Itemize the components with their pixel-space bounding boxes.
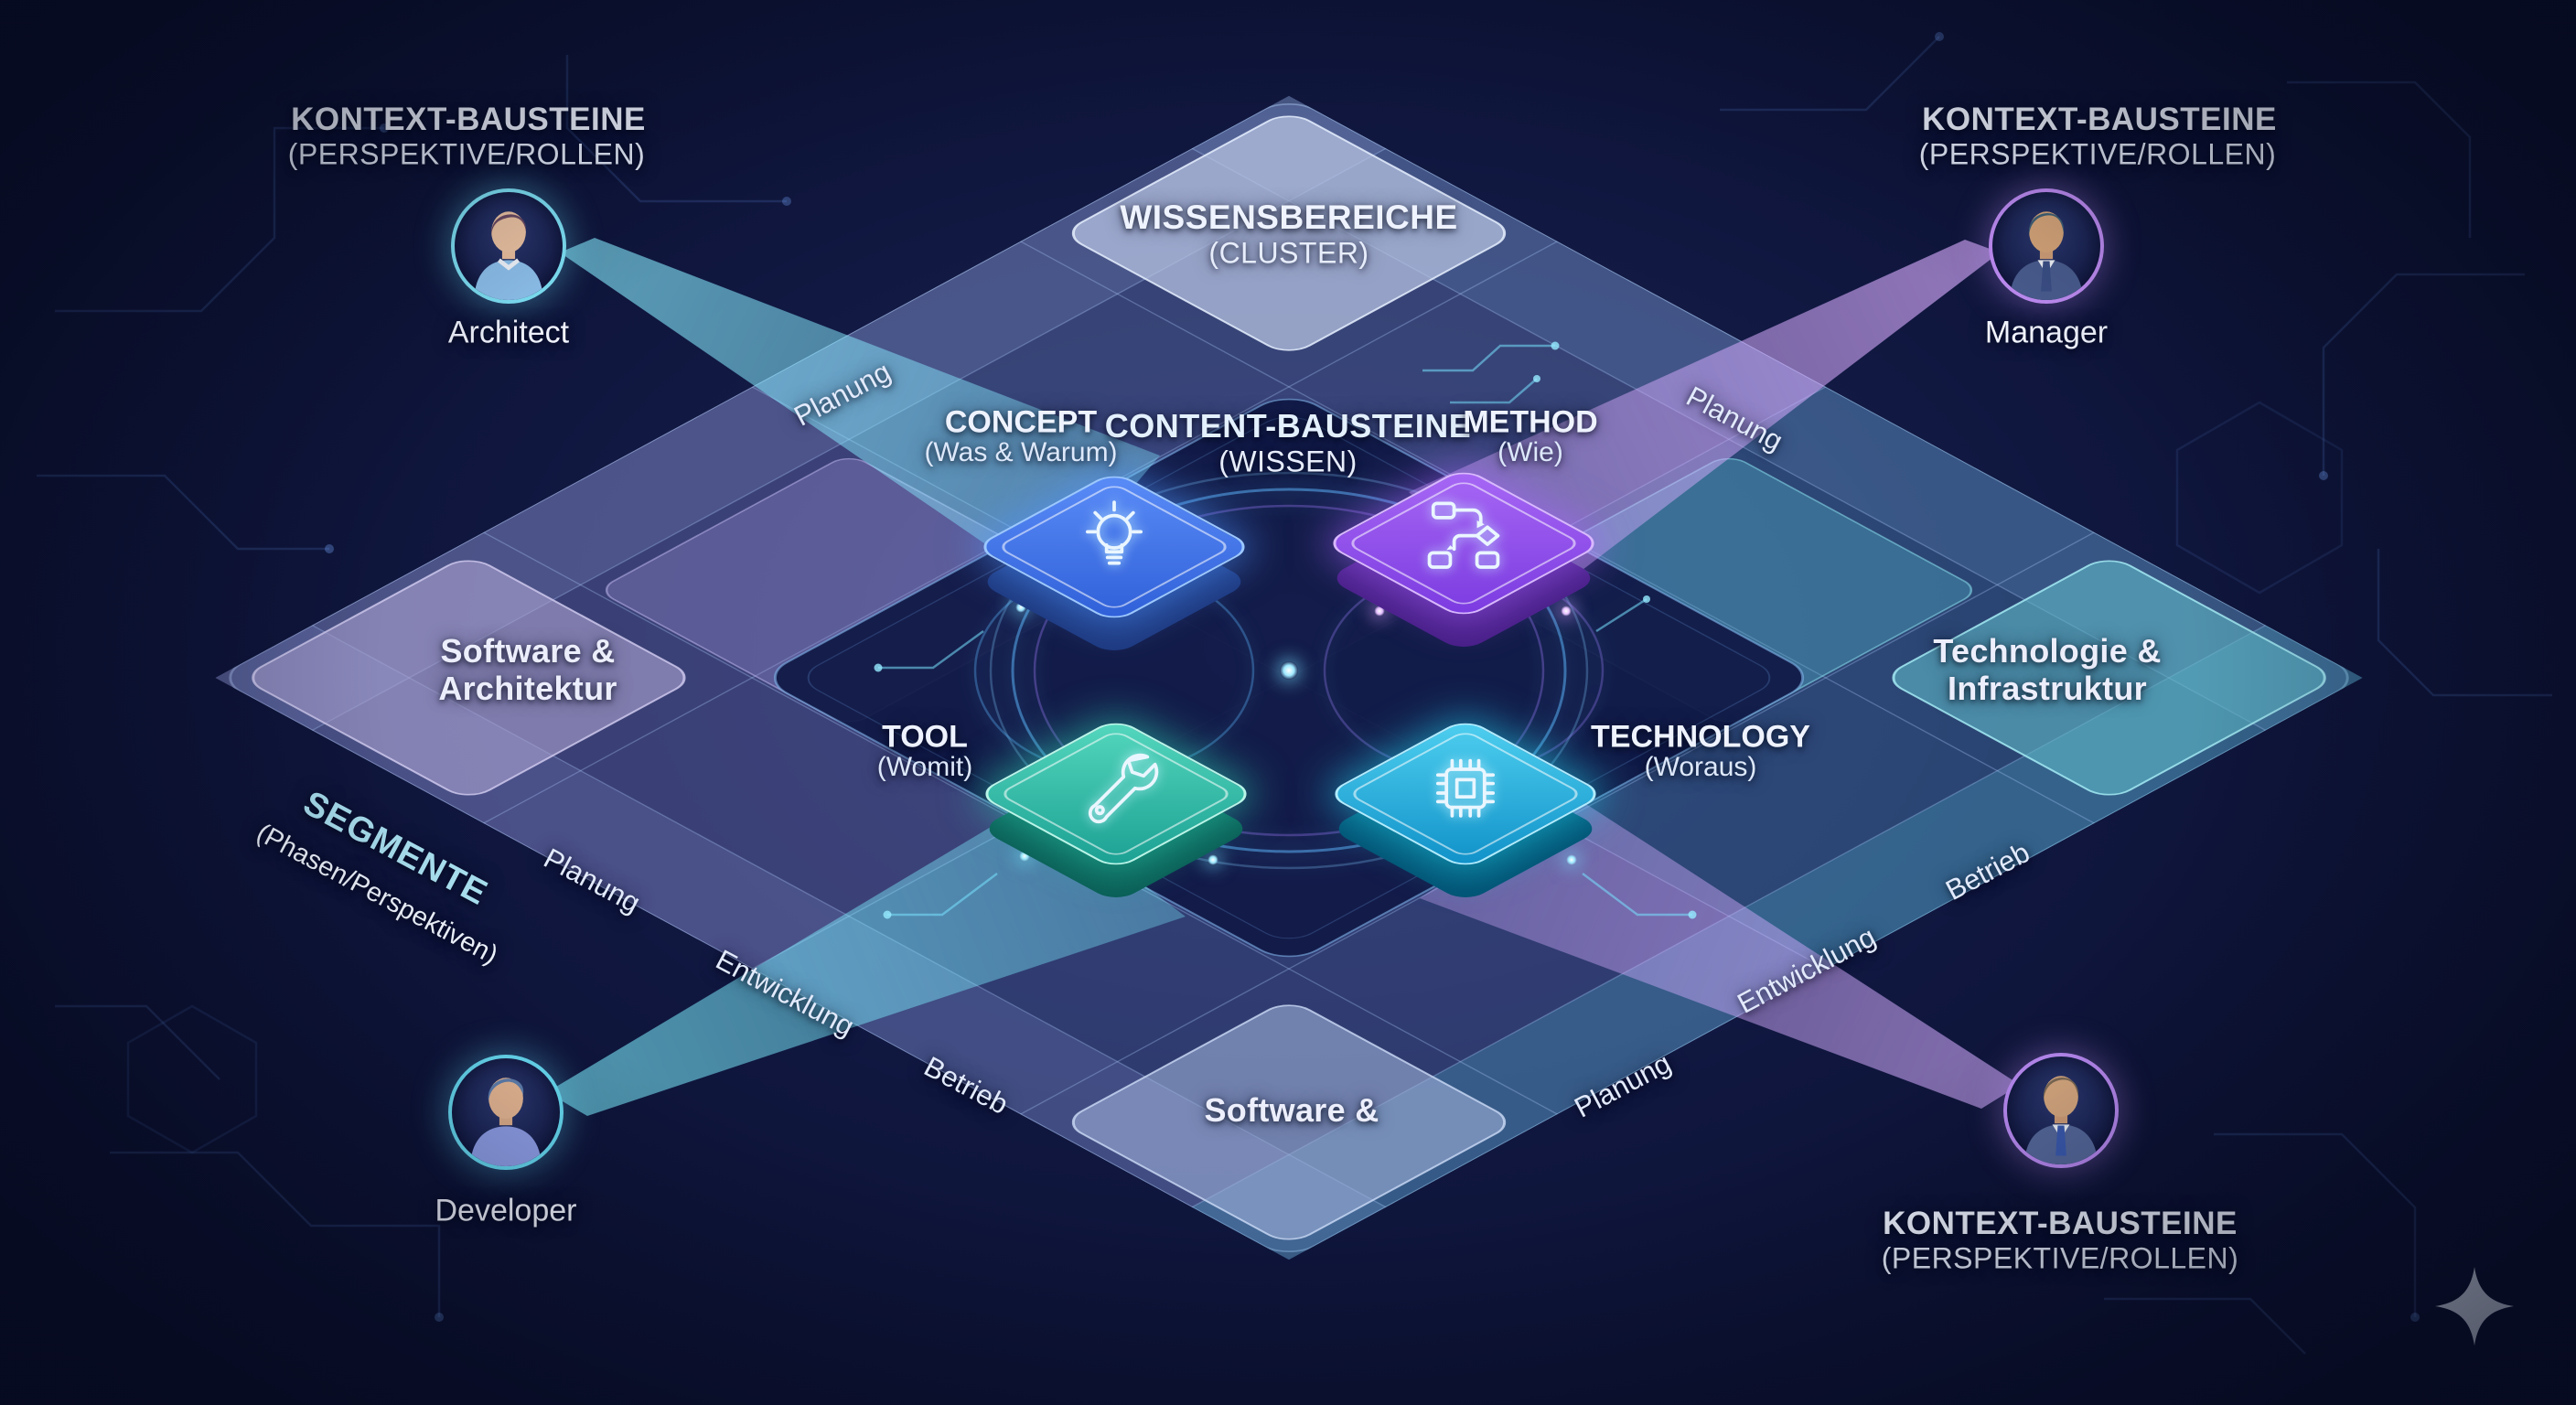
wissensbereiche-subtitle: (CLUSTER) [1208, 236, 1369, 270]
kontext-title-bottom-right: KONTEXT-BAUSTEINE [1883, 1206, 2238, 1241]
left-tile-label-line2: Architektur [438, 670, 617, 707]
content-bausteine-subtitle: (WISSEN) [1218, 445, 1358, 478]
cpu-icon [1418, 741, 1513, 836]
lightbulb-icon [1067, 494, 1162, 589]
method-hint: (Wie) [1497, 437, 1563, 467]
tool-hint: (Womit) [876, 752, 973, 782]
technology-hint: (Woraus) [1644, 752, 1757, 782]
right-tile-label-line1: Technologie & [1933, 632, 2162, 670]
kontext-title-top-right: KONTEXT-BAUSTEINE [1922, 102, 2277, 137]
kontext-subtitle-top-right: (PERSPEKTIVE/ROLLEN) [1918, 137, 2277, 171]
developer-name: Developer [435, 1193, 577, 1228]
bottom-right-persona-avatar [2003, 1053, 2119, 1168]
technology-label: TECHNOLOGY [1591, 719, 1810, 755]
content-bausteine-title: CONTENT-BAUSTEINE [1104, 407, 1472, 445]
kontext-title-top-left: KONTEXT-BAUSTEINE [291, 102, 646, 137]
kontext-subtitle-top-left: (PERSPEKTIVE/ROLLEN) [287, 137, 646, 171]
center-glow [1280, 661, 1298, 680]
wrench-icon [1068, 741, 1164, 836]
sparkle-icon [2435, 1267, 2514, 1346]
architect-avatar [451, 188, 566, 304]
trace-glow [1561, 606, 1572, 617]
architect-name: Architect [447, 315, 570, 350]
developer-avatar [448, 1055, 564, 1170]
trace-glow [1208, 854, 1218, 865]
trace-glow [1566, 854, 1577, 865]
tool-label: TOOL [882, 719, 968, 755]
left-tile-label-line1: Software & [440, 632, 616, 670]
concept-label: CONCEPT [944, 404, 1098, 440]
manager-name: Manager [1984, 315, 2109, 350]
manager-avatar [1989, 188, 2104, 304]
bottom-tile-label: Software & [1204, 1091, 1379, 1129]
kontext-subtitle-bottom-right: (PERSPEKTIVE/ROLLEN) [1881, 1241, 2239, 1275]
right-tile-label-line2: Infrastruktur [1948, 670, 2147, 707]
method-label: METHOD [1463, 404, 1598, 440]
wissensbereiche-title: WISSENSBEREICHE [1120, 198, 1458, 236]
concept-hint: (Was & Warum) [924, 437, 1118, 467]
flowchart-icon [1416, 490, 1511, 585]
